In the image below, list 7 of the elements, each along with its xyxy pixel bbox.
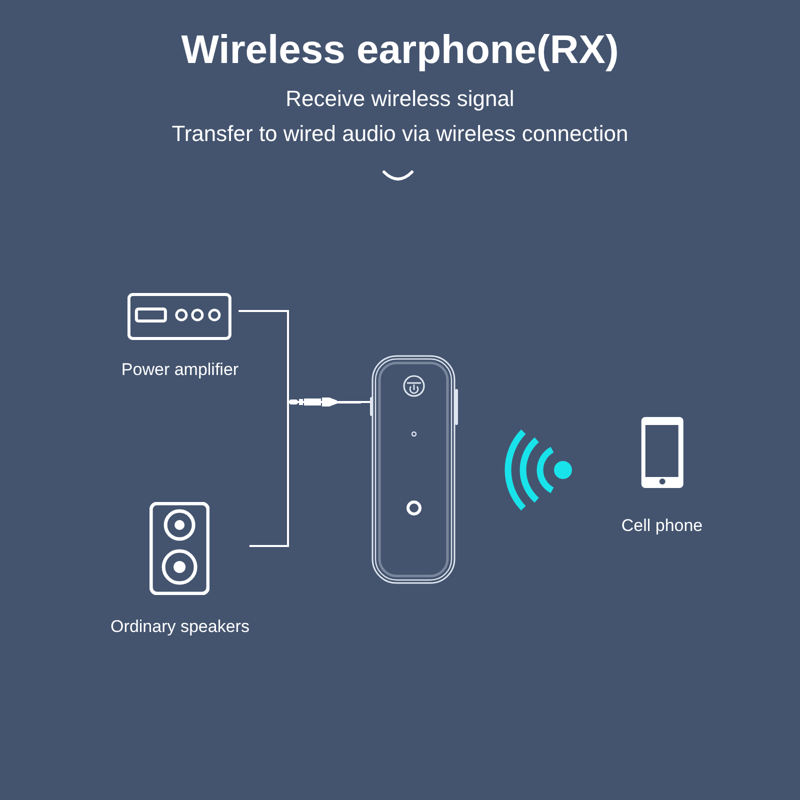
subtitle: Receive wireless signal <box>286 86 514 112</box>
audio-cable <box>249 398 370 547</box>
node-label: Cell phone <box>621 516 703 536</box>
subtitle: Transfer to wired audio via wireless connection <box>172 121 628 147</box>
node-label: Ordinary speakers <box>110 617 250 637</box>
title: Wireless earphone(RX) <box>181 27 619 74</box>
node-label: Power amplifier <box>121 360 239 380</box>
